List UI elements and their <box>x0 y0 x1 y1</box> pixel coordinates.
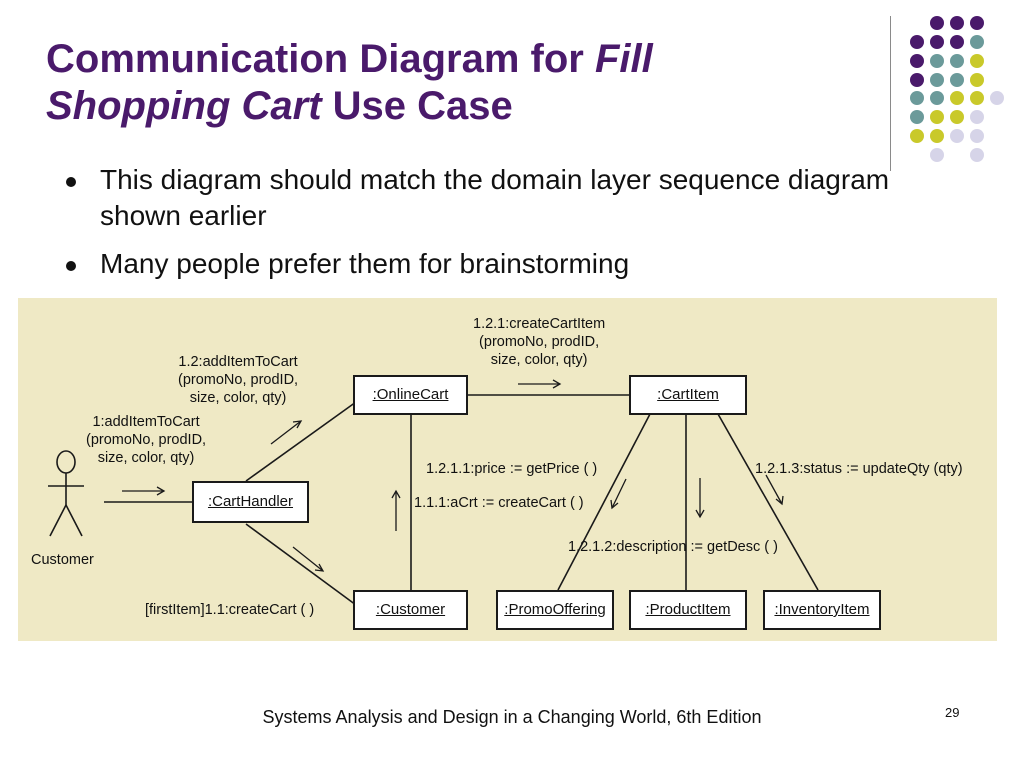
decorative-dot <box>930 73 944 87</box>
message-1-2: 1.2:addItemToCart (promoNo, prodID, size… <box>178 353 298 407</box>
message-1-2-1-line: 1.2.1:createCartItem <box>473 316 606 332</box>
stick-figure-icon <box>48 450 84 537</box>
message-1-2-1: 1.2.1:createCartItem (promoNo, prodID, s… <box>473 315 605 369</box>
arrow-1-2-1 <box>518 379 562 389</box>
decorative-dot <box>950 110 964 124</box>
bullet-item: Many people prefer them for brainstormin… <box>64 246 944 282</box>
slide-title: Communication Diagram for Fill Shopping … <box>46 36 653 130</box>
title-italic-1: Fill <box>594 37 653 81</box>
decorative-dot <box>910 73 924 87</box>
object-promo-offering: :PromoOffering <box>496 590 614 630</box>
decorative-dot <box>930 110 944 124</box>
decorative-dot <box>970 35 984 49</box>
bullet-text: Many people prefer them for brainstormin… <box>100 248 630 279</box>
decorative-dot <box>970 129 984 143</box>
message-1-1-1: 1.1.1:aCrt := createCart ( ) <box>414 495 584 511</box>
message-1-line: (promoNo, prodID, <box>86 432 207 448</box>
decorative-dot <box>970 54 984 68</box>
decorative-dot <box>910 129 924 143</box>
object-customer: :Customer <box>353 590 468 630</box>
message-1-2-1-2: 1.2.1.2:description := getDesc ( ) <box>568 539 778 555</box>
communication-diagram: Customer :CartHandler :OnlineCart :CartI… <box>18 298 997 641</box>
decorative-dot <box>950 73 964 87</box>
message-1-2-line: (promoNo, prodID, <box>178 372 299 388</box>
decorative-dot <box>970 148 984 162</box>
decorative-dot <box>930 129 944 143</box>
object-cart-handler: :CartHandler <box>192 481 309 523</box>
message-1-line: size, color, qty) <box>97 450 195 466</box>
decorative-dot <box>910 35 924 49</box>
decorative-dot <box>910 91 924 105</box>
message-1-2-line: 1.2:addItemToCart <box>178 354 298 370</box>
object-product-item: :ProductItem <box>629 590 747 630</box>
decorative-dot <box>930 91 944 105</box>
message-1-1: [firstItem]1.1:createCart ( ) <box>145 602 315 618</box>
bullet-text: This diagram should match the domain lay… <box>100 164 890 231</box>
title-text-1: Communication Diagram for <box>46 37 595 81</box>
decorative-dot <box>970 91 984 105</box>
decorative-dot <box>930 54 944 68</box>
arrow-1-2-1-3 <box>765 474 784 506</box>
link-carthandler-customer <box>245 523 357 606</box>
decorative-dot <box>970 73 984 87</box>
object-online-cart: :OnlineCart <box>353 375 468 415</box>
message-1: 1:addItemToCart (promoNo, prodID, size, … <box>86 413 206 467</box>
decorative-dot <box>970 110 984 124</box>
arrow-1-2 <box>270 420 303 445</box>
title-text-2: Use Case <box>321 84 513 128</box>
decorative-dot <box>930 16 944 30</box>
link-cartitem-inventoryitem <box>717 413 819 591</box>
decorative-dot <box>930 35 944 49</box>
decorative-dot <box>970 16 984 30</box>
arrow-1-2-1-1 <box>610 478 627 510</box>
message-1-2-1-1: 1.2.1.1:price := getPrice ( ) <box>426 461 598 477</box>
footer-text: Systems Analysis and Design in a Changin… <box>262 707 762 727</box>
message-1-2-1-line: (promoNo, prodID, <box>479 334 600 350</box>
bullet-list: This diagram should match the domain lay… <box>64 162 944 294</box>
bullet-dot-icon <box>66 261 76 271</box>
decorative-dot <box>950 35 964 49</box>
diagram-connectors <box>48 379 819 606</box>
bullet-dot-icon <box>66 177 76 187</box>
link-carthandler-onlinecart <box>245 401 357 482</box>
arrow-1-2-1-2 <box>695 478 705 519</box>
arrow-1 <box>122 486 166 496</box>
title-italic-2: Shopping Cart <box>46 84 322 128</box>
decorative-dot <box>950 54 964 68</box>
decorative-dot <box>950 91 964 105</box>
decorative-dot-grid <box>910 16 1004 162</box>
message-1-2-line: size, color, qty) <box>189 390 287 406</box>
link-cartitem-promooffering <box>557 413 651 591</box>
message-1-line: 1:addItemToCart <box>92 414 200 430</box>
decorative-dot <box>950 16 964 30</box>
message-1-2-1-line: size, color, qty) <box>490 352 588 368</box>
decorative-divider <box>890 16 891 171</box>
arrow-1-1 <box>292 546 325 572</box>
actor-label: Customer <box>31 552 94 568</box>
decorative-dot <box>910 110 924 124</box>
decorative-dot <box>930 148 944 162</box>
bullet-item: This diagram should match the domain lay… <box>64 162 944 234</box>
page-number: 29 <box>945 705 960 720</box>
object-inventory-item: :InventoryItem <box>763 590 881 630</box>
object-cart-item: :CartItem <box>629 375 747 415</box>
decorative-dot <box>910 54 924 68</box>
arrow-1-1-1 <box>391 489 401 531</box>
decorative-dot <box>990 91 1004 105</box>
decorative-dot <box>950 129 964 143</box>
message-1-2-1-3: 1.2.1.3:status := updateQty (qty) <box>755 461 963 477</box>
